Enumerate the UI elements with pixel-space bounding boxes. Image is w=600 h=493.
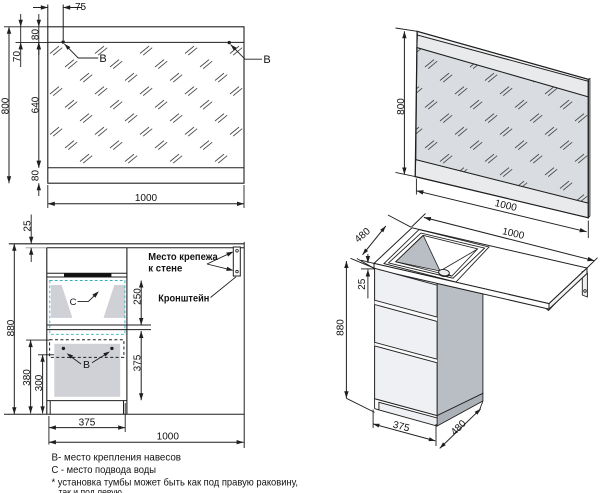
svg-text:75: 75 — [75, 2, 87, 13]
svg-text:25: 25 — [23, 220, 34, 232]
svg-text:так и под левую: так и под левую — [59, 488, 123, 493]
svg-text:880: 880 — [6, 319, 17, 336]
svg-text:* установка тумбы может быть к: * установка тумбы может быть как под пра… — [52, 477, 299, 489]
svg-text:70: 70 — [12, 51, 23, 63]
svg-text:1000: 1000 — [135, 193, 158, 204]
svg-text:B: B — [263, 54, 270, 66]
svg-text:640: 640 — [30, 96, 41, 113]
svg-text:25: 25 — [357, 278, 368, 290]
svg-text:800: 800 — [396, 98, 407, 115]
svg-text:B: B — [99, 53, 106, 65]
svg-text:В- место крепления навесов: В- место крепления навесов — [52, 453, 182, 464]
svg-text:80: 80 — [30, 29, 41, 41]
svg-text:С: С — [70, 297, 77, 308]
svg-text:800: 800 — [1, 97, 12, 114]
svg-text:В: В — [83, 359, 90, 371]
svg-text:С - место подвода воды: С - место подвода воды — [52, 465, 157, 476]
svg-text:80: 80 — [30, 170, 41, 182]
svg-text:1000: 1000 — [157, 431, 180, 442]
svg-text:Кронштейн: Кронштейн — [158, 294, 209, 305]
svg-text:880: 880 — [336, 319, 347, 336]
svg-text:к стене: к стене — [148, 264, 182, 275]
svg-text:375: 375 — [133, 354, 144, 371]
svg-text:250: 250 — [133, 288, 144, 305]
svg-text:1000: 1000 — [501, 226, 526, 242]
svg-text:Место крепежа: Место крепежа — [148, 252, 218, 263]
svg-text:1000: 1000 — [494, 198, 519, 214]
svg-text:375: 375 — [79, 417, 96, 428]
svg-text:375: 375 — [392, 420, 411, 435]
svg-text:380: 380 — [22, 369, 33, 386]
svg-text:300: 300 — [34, 374, 45, 391]
